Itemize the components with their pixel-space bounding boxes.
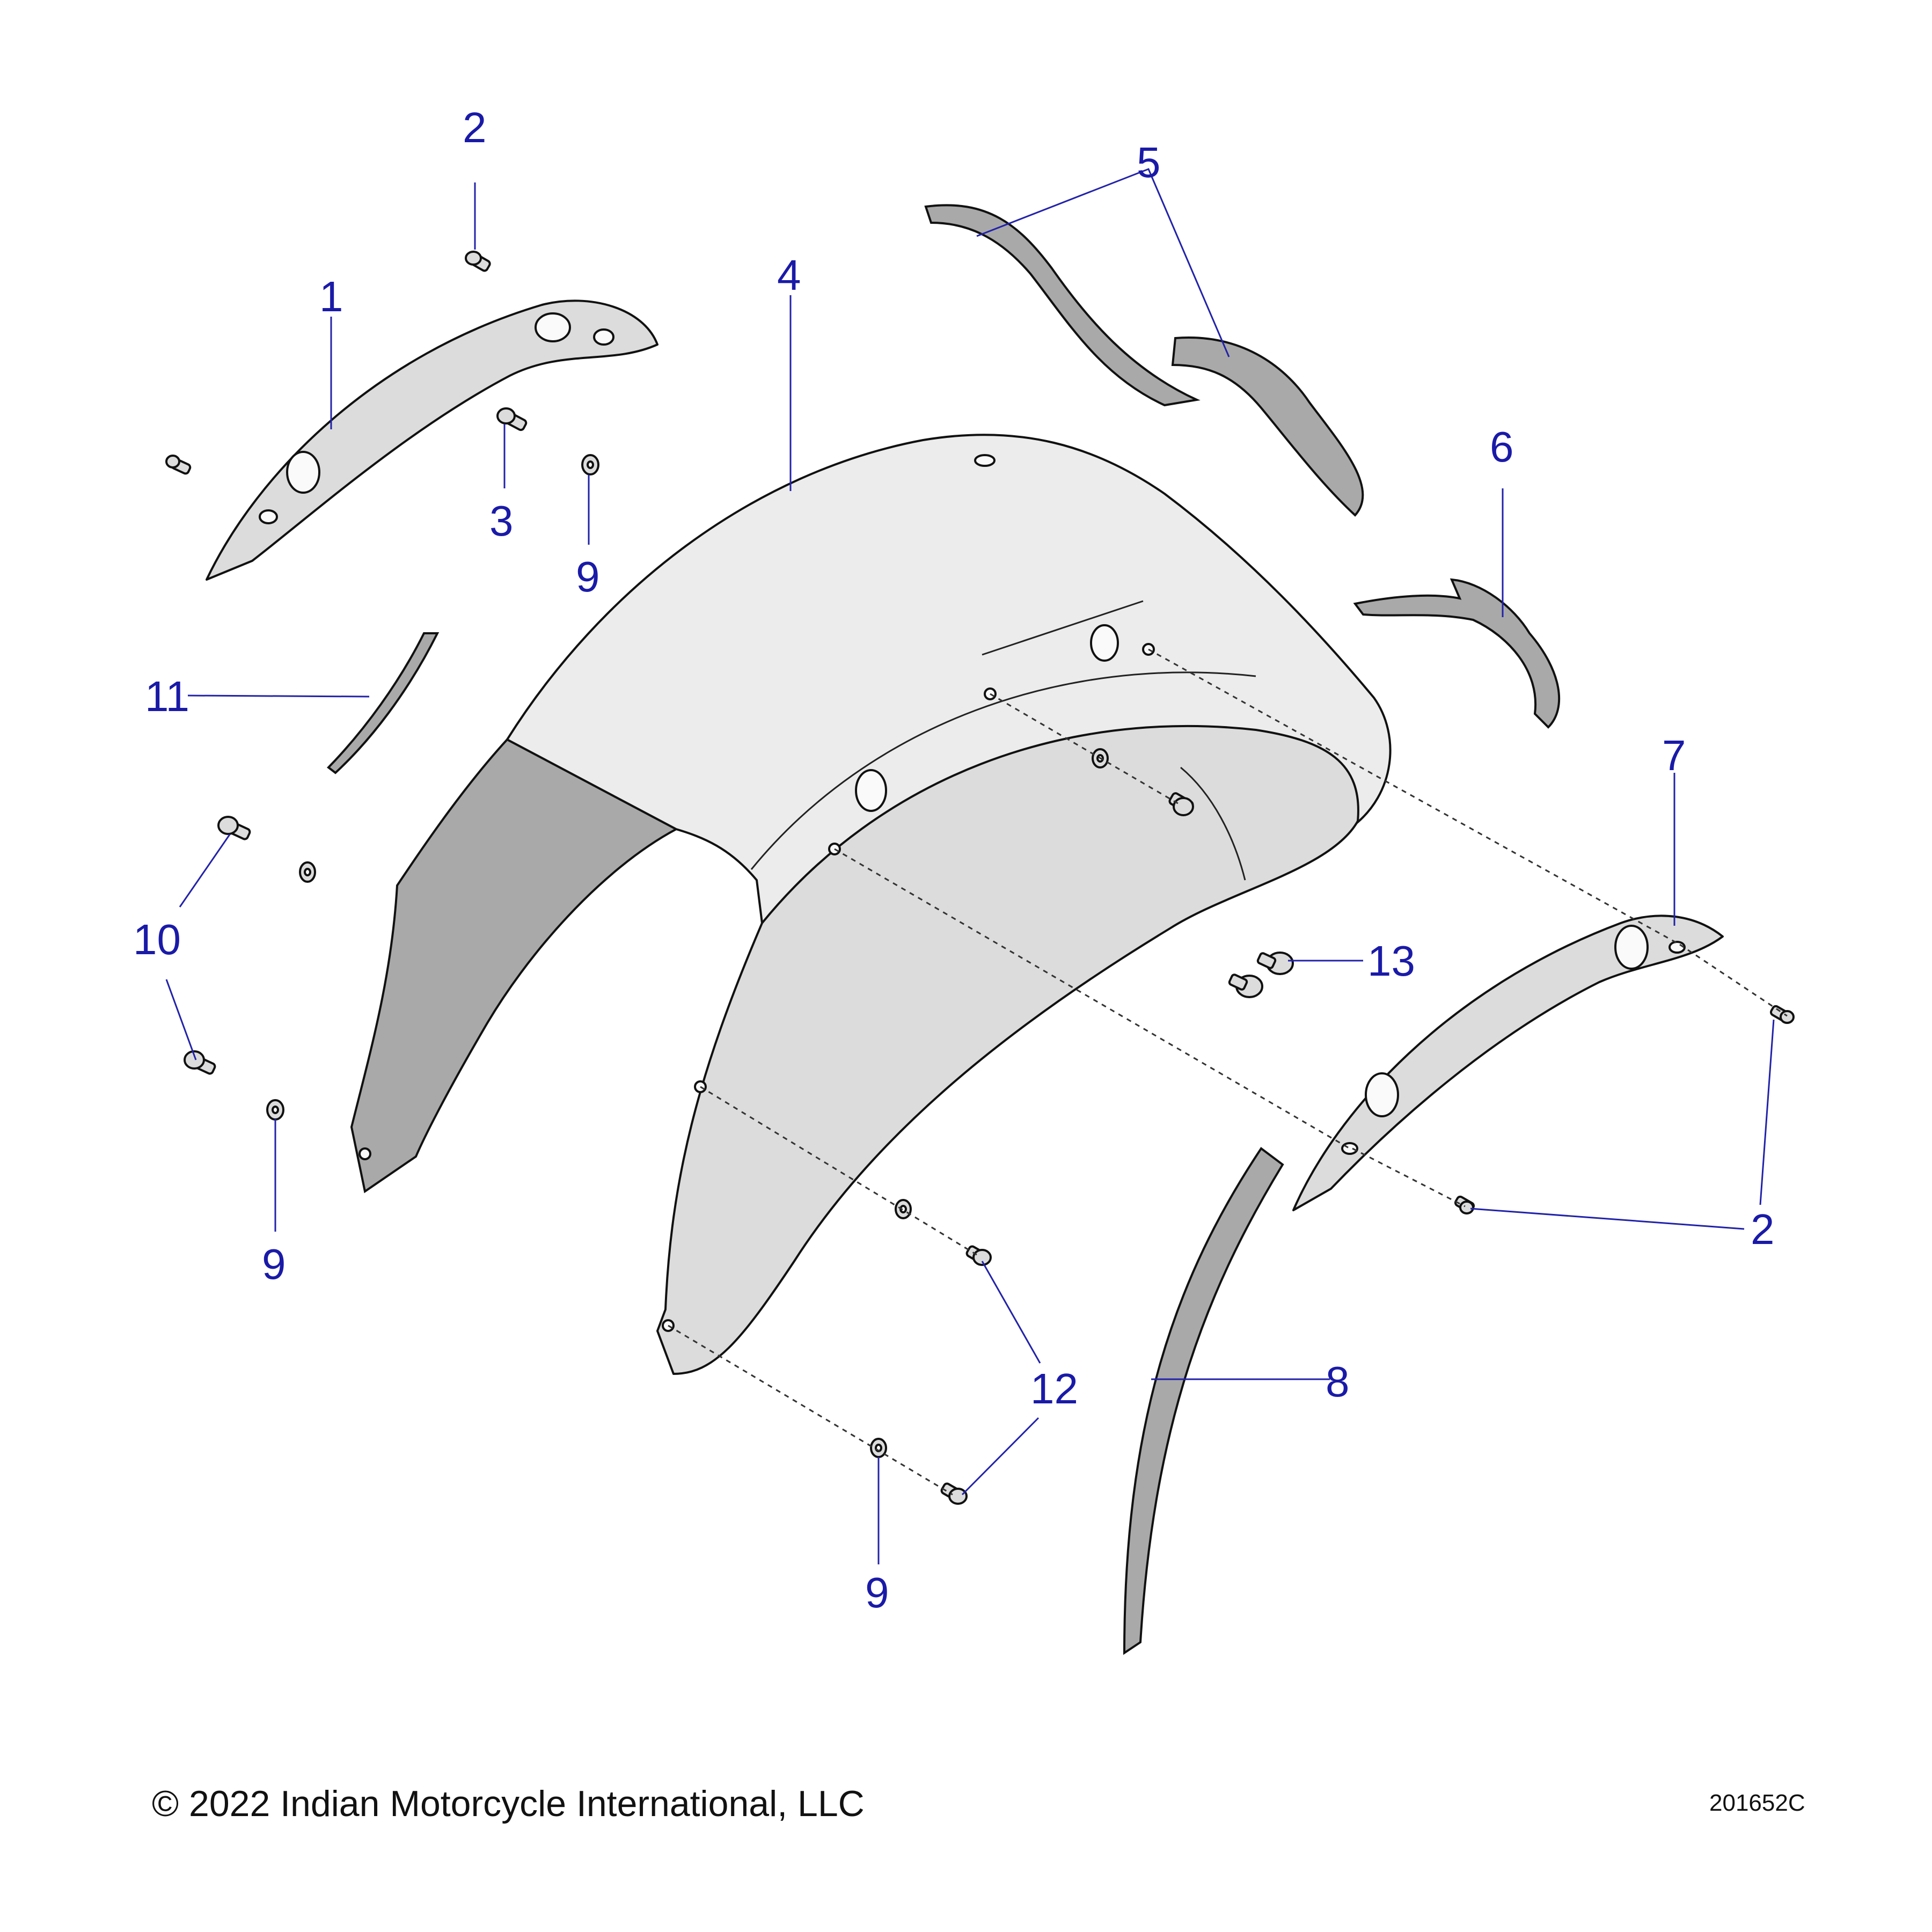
- left-rail-part-1[interactable]: [206, 299, 658, 581]
- callout-labels: 1 2 3 9 4 5 6 7 13 2 8 12 9 11 10 9: [133, 104, 1775, 1616]
- strip-part-8[interactable]: [1123, 1147, 1284, 1655]
- callout-4: 4: [777, 251, 801, 299]
- bolt-part-10[interactable]: [217, 816, 251, 840]
- bolt-part-12[interactable]: [965, 1245, 992, 1266]
- screw[interactable]: [165, 455, 192, 475]
- washer[interactable]: [870, 1438, 887, 1458]
- fender-mount-hole: [855, 769, 887, 812]
- copyright-notice: © 2022 Indian Motorcycle International, …: [152, 1783, 865, 1824]
- bolt-part-12[interactable]: [940, 1482, 968, 1505]
- callout-2: 2: [463, 104, 487, 151]
- callout-13: 13: [1367, 937, 1415, 985]
- callout-6: 6: [1490, 423, 1514, 471]
- callout-11: 11: [145, 672, 189, 720]
- fender-inner-skirt: [656, 724, 1359, 1375]
- rear-fender-part-4[interactable]: [350, 434, 1392, 1375]
- bolt-part-10[interactable]: [184, 1050, 216, 1075]
- leader-lines: [165, 168, 1775, 1564]
- bolt-part-3[interactable]: [496, 407, 528, 431]
- callout-5: 5: [1137, 138, 1161, 186]
- screw[interactable]: [465, 251, 491, 272]
- callout-7: 7: [1662, 731, 1686, 779]
- bolt[interactable]: [1168, 792, 1194, 816]
- nut-part-13[interactable]: [1256, 952, 1294, 975]
- callout-10: 10: [133, 916, 181, 963]
- strip-part-11[interactable]: [327, 632, 440, 774]
- fender-inner-left-flap: [350, 738, 679, 1194]
- nut-part-13[interactable]: [1228, 974, 1263, 998]
- callout-9: 9: [576, 553, 600, 601]
- callout-9: 9: [865, 1569, 889, 1616]
- callout-9: 9: [262, 1240, 286, 1288]
- callout-1: 1: [319, 273, 343, 320]
- drawing-number: 201652C: [1709, 1790, 1805, 1816]
- screw[interactable]: [1769, 1005, 1795, 1024]
- fender-mount-hole: [1090, 624, 1119, 662]
- washer[interactable]: [266, 1099, 284, 1121]
- washer[interactable]: [581, 454, 599, 475]
- bracket-part-6[interactable]: [1353, 578, 1561, 729]
- trim-strips-part-5[interactable]: [924, 204, 1364, 517]
- washer[interactable]: [299, 861, 316, 883]
- callout-8: 8: [1326, 1358, 1350, 1406]
- assembly-lines: [668, 648, 1788, 1496]
- screw[interactable]: [1454, 1195, 1475, 1214]
- washer[interactable]: [895, 1199, 912, 1219]
- callout-12: 12: [1030, 1365, 1078, 1413]
- callout-2: 2: [1751, 1205, 1775, 1253]
- callout-3: 3: [489, 497, 514, 545]
